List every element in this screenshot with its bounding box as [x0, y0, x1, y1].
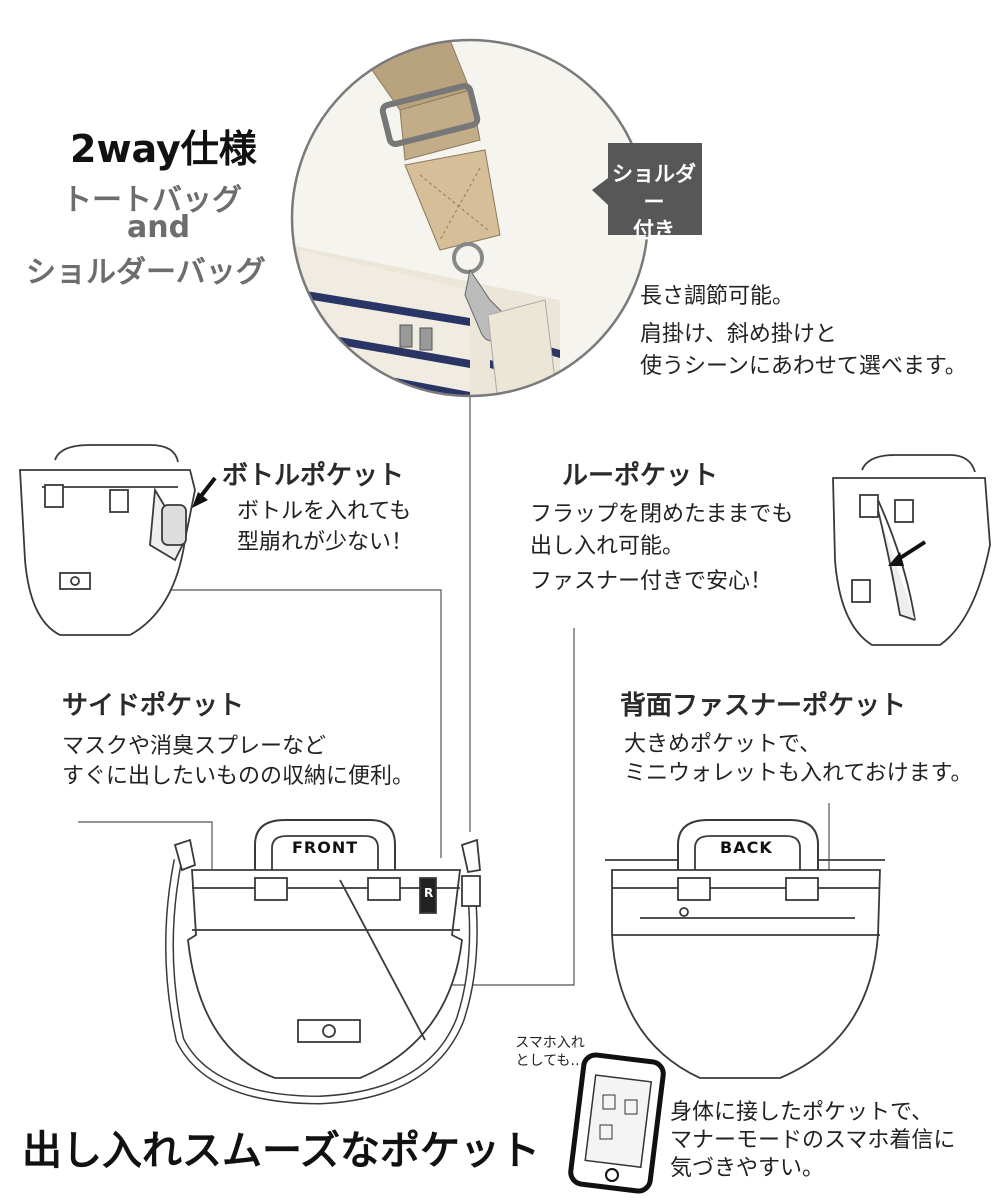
bottle-arrow-head [192, 492, 208, 508]
subtitle-and: and [127, 210, 191, 245]
shoulder-badge-line1: ショルダー [612, 162, 696, 214]
phone-text-line3: 気づきやすい。 [670, 1156, 825, 1181]
back-bag-drawing [605, 819, 885, 1079]
loop-arrow [895, 540, 927, 562]
shoulder-text-line3: 使うシーンにあわせて選べます。 [640, 354, 967, 379]
front-bag-drawing [165, 819, 481, 1105]
side-pocket-line1: マスクや消臭スプレーなど [62, 734, 327, 759]
back-label: BACK [720, 838, 773, 857]
loop-arrow-head [888, 552, 904, 566]
phone-note-line2: としても… [515, 1053, 585, 1069]
loop-pocket-line1: フラップを閉めたままでも [530, 502, 794, 527]
page-title: 2way仕様 [70, 127, 257, 171]
shoulder-badge-line2: 付き [633, 218, 675, 242]
phone-text-line1: 身体に接したポケットで、 [670, 1100, 934, 1125]
front-label: FRONT [292, 838, 359, 857]
subtitle-shoulder: ショルダーバッグ [26, 255, 266, 290]
back-zip-pocket-heading: 背面ファスナーポケット [620, 691, 907, 721]
shoulder-badge: ショルダー 付き [604, 160, 704, 244]
footer-title: 出し入れスムーズなポケット [22, 1128, 540, 1174]
phone-note: スマホ入れ としても… [505, 1034, 595, 1070]
shoulder-badge-shape [592, 143, 702, 235]
back-zip-pocket-line1: 大きめポケットで、 [624, 732, 822, 757]
shoulder-text-line2: 肩掛け、斜め掛けと [640, 322, 837, 347]
loop-pocket-line2: 出し入れ可能。 [530, 534, 685, 559]
brand-tag: R [424, 886, 434, 900]
loop-pocket-heading: ルーポケット [562, 461, 719, 491]
shoulder-text-line1: 長さ調節可能。 [640, 284, 795, 309]
back-zip-pocket-line2: ミニウォレットも入れておけます。 [624, 761, 973, 786]
side-pocket-heading: サイドポケット [62, 691, 245, 721]
bottle-pocket-heading: ボトルポケット [222, 461, 405, 491]
phone-drawing [568, 1052, 666, 1194]
bottle-pocket-bag-drawing [19, 444, 196, 636]
shoulder-strap-photo [290, 38, 650, 398]
phone-text-line2: マナーモードのスマホ着信に [670, 1128, 956, 1153]
phone-note-line1: スマホ入れ [515, 1035, 585, 1051]
side-pocket-line2: すぐに出したいものの収納に便利。 [62, 764, 415, 789]
subtitle-tote: トートバッグ [62, 183, 242, 218]
loop-pocket-line3: ファスナー付きで安心！ [530, 569, 773, 594]
bottle-pocket-line2: 型崩れが少ない！ [237, 530, 414, 555]
bottle-pocket-line1: ボトルを入れても [237, 499, 412, 524]
